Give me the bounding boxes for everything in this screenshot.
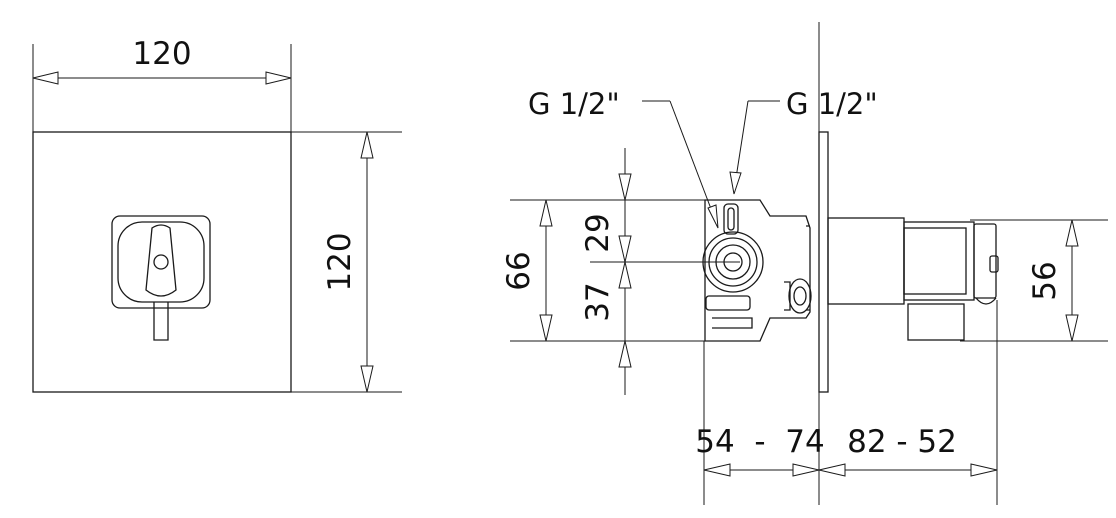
cover-plate-profile [818,131,829,393]
depth-dimension-line [703,463,998,477]
connection-right-label: G 1/2" [786,87,878,121]
body-height-dimension-line [539,199,553,342]
offset-dimension-line [618,148,632,395]
cover-plate [32,131,292,393]
cartridge [827,217,999,341]
depth-rear-label: 54 - 74 [695,424,825,460]
depth-front-label: 82 - 52 [847,424,957,460]
height-dimension-label: 120 [322,232,358,291]
height-dimension-line [360,131,374,393]
front-view: 120 120 [32,36,402,393]
width-dimension-line [32,71,292,85]
upper-offset-label: 29 [580,213,616,252]
connection-left-label: G 1/2" [528,87,620,121]
cartridge-height-dimension-line [1065,219,1079,342]
valve-body [702,199,812,342]
handle-escutcheon [111,215,211,341]
cartridge-height-label: 56 [1027,261,1063,300]
connection-left-leader [642,100,719,229]
body-height-label: 66 [501,251,537,290]
connection-right-leader [729,100,780,195]
lower-offset-label: 37 [580,282,616,321]
width-dimension-label: 120 [132,36,191,72]
side-view: G 1/2" G 1/2" 66 29 37 [501,22,1108,505]
